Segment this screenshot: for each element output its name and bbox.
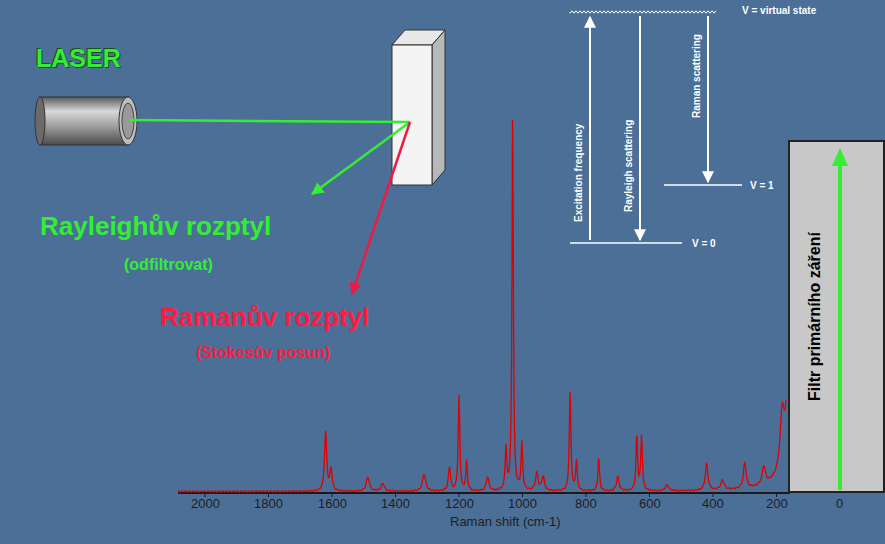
laser-title: LASER	[36, 44, 121, 73]
axis-title: Raman shift (cm-1)	[450, 515, 561, 530]
axis-tick-label: 600	[639, 497, 661, 512]
note-label: (odfiltrovat)	[124, 256, 213, 274]
axis-tick-label: 2000	[191, 497, 220, 512]
primary-beam-arrow	[788, 140, 885, 493]
sample-block	[392, 30, 445, 185]
energy-diagram	[570, 11, 742, 243]
filter-label: Filtr primárního záření	[806, 232, 824, 401]
axis-tick-label: 1200	[445, 497, 474, 512]
level-label: V = virtual state	[742, 5, 816, 17]
axis-tick-label: 800	[575, 497, 597, 512]
level-label: V = 1	[750, 180, 774, 192]
arrow-label: Excitation frequency	[573, 124, 585, 222]
axis-tick-label: 1800	[254, 497, 283, 512]
axis-tick-label: 1400	[381, 497, 410, 512]
laser-label: LASER	[36, 44, 121, 72]
laser-device	[35, 97, 137, 145]
note-label: (Stokesův posun)	[196, 344, 330, 362]
rayleigh-arrow	[312, 122, 410, 194]
filter-box: Filtr primárního záření	[788, 140, 885, 493]
axis-tick-label: 200	[766, 497, 788, 512]
axis-tick-label: 1600	[318, 497, 347, 512]
arrow-label: Rayleigh scattering	[623, 120, 635, 212]
axis-tick-label: 0	[836, 497, 843, 512]
axis-tick-label: 1000	[508, 497, 537, 512]
raman-arrow	[352, 122, 410, 294]
laser-beam	[130, 120, 410, 122]
level-label: V = 0	[692, 238, 716, 250]
scatter-label: Rayleighův rozptyl	[40, 212, 271, 242]
axis-tick-label: 400	[702, 497, 724, 512]
arrow-label: Raman scattering	[691, 34, 703, 118]
scatter-label: Ramanův rozptyl	[160, 303, 370, 333]
